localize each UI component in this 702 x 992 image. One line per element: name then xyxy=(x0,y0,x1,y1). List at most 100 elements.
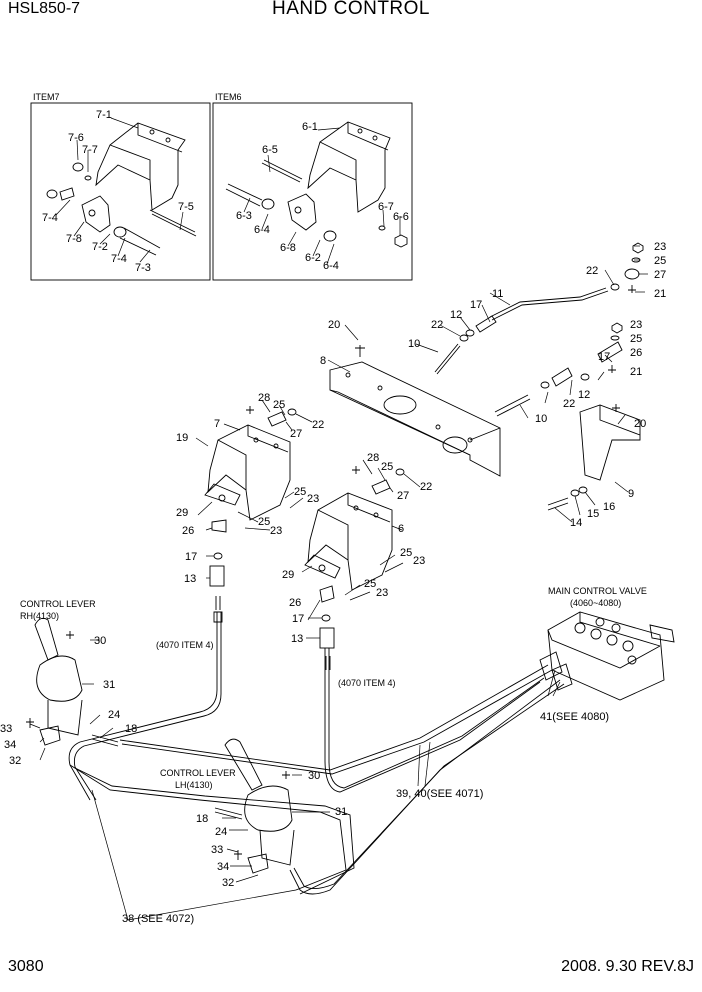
callout-25b: 25 xyxy=(630,333,642,345)
plate-8 xyxy=(329,361,501,477)
callout-6-4b: 6-4 xyxy=(323,260,339,272)
caption-lh-lever: CONTROL LEVER xyxy=(160,768,236,778)
callout-32a: 32 xyxy=(9,755,21,767)
callout-20a: 20 xyxy=(328,319,340,331)
control-lever-lh xyxy=(214,738,295,874)
callout-13b: 13 xyxy=(291,633,303,645)
callout-11: 11 xyxy=(492,288,503,300)
callout-labels: 7-1 7-6 7-7 7-4 7-8 7-2 7-4 7-3 7-5 6-1 … xyxy=(0,109,666,889)
callout-22a: 22 xyxy=(586,265,598,277)
callout-6-4a: 6-4 xyxy=(254,224,270,236)
callout-23c: 23 xyxy=(307,493,319,505)
callout-22b: 22 xyxy=(431,319,443,331)
joint-26-right xyxy=(597,322,623,373)
callout-18a: 18 xyxy=(125,723,137,735)
callout-12b: 12 xyxy=(578,389,590,401)
callout-25f: 25 xyxy=(258,516,270,528)
callout-33b: 33 xyxy=(211,844,223,856)
callout-26b: 26 xyxy=(182,525,194,537)
callout-12a: 12 xyxy=(450,309,462,321)
callout-31b: 31 xyxy=(335,806,347,818)
callout-6-6: 6-6 xyxy=(393,211,409,223)
joint-27-mid-left xyxy=(246,406,297,427)
item7-bracket xyxy=(95,122,186,211)
callout-22c: 22 xyxy=(563,398,575,410)
callout-23a: 23 xyxy=(654,241,666,253)
inset-item6-frame xyxy=(212,102,413,281)
callout-7: 7 xyxy=(214,418,220,430)
callout-34b: 34 xyxy=(217,861,229,873)
callout-33a: 33 xyxy=(0,723,12,735)
joint-27-top xyxy=(610,242,644,293)
caption-4070-a: (4070 ITEM 4) xyxy=(156,640,214,650)
callout-27a: 27 xyxy=(654,269,666,281)
caption-39-40: 39, 40(SEE 4071) xyxy=(396,788,483,800)
callout-7-2: 7-2 xyxy=(92,241,108,253)
callout-30b: 30 xyxy=(308,770,320,782)
callout-28b: 28 xyxy=(367,452,379,464)
callout-7-7: 7-7 xyxy=(82,144,98,156)
callout-7-6: 7-6 xyxy=(68,132,84,144)
callout-25g: 25 xyxy=(400,547,412,559)
inset-item7-label: ITEM7 xyxy=(33,92,60,102)
callout-17b: 17 xyxy=(598,351,610,363)
leader-lines xyxy=(29,117,648,921)
callout-17a: 17 xyxy=(470,299,482,311)
callout-16: 16 xyxy=(603,501,615,513)
page-title: HAND CONTROL xyxy=(271,0,430,19)
control-lever-rh xyxy=(26,617,119,747)
caption-mcv-code: (4060~4080) xyxy=(570,598,621,608)
callout-31a: 31 xyxy=(103,679,115,691)
item6-bracket xyxy=(307,121,391,213)
callout-18b: 18 xyxy=(196,813,208,825)
callout-13a: 13 xyxy=(184,573,196,585)
callout-25c: 25 xyxy=(273,399,285,411)
callout-21b: 21 xyxy=(630,366,642,378)
callout-25e: 25 xyxy=(294,486,306,498)
callout-20b: 20 xyxy=(634,418,646,430)
rod-end-26-left xyxy=(209,519,227,623)
callout-22e: 22 xyxy=(420,481,432,493)
revision-date: 2008. 9.30 REV.8J xyxy=(561,958,694,975)
item7-pivot-assembly xyxy=(46,162,197,256)
bolt-20-right xyxy=(612,404,620,412)
model-number: HSL850-7 xyxy=(8,0,81,17)
bracket-9 xyxy=(547,404,641,511)
callout-7-8: 7-8 xyxy=(66,233,82,245)
bolt-20-left xyxy=(355,345,365,357)
inset-item6-label: ITEM6 xyxy=(215,92,242,102)
callout-9: 9 xyxy=(628,488,634,500)
bracket-6 xyxy=(304,492,393,591)
callout-6-7: 6-7 xyxy=(378,201,394,213)
captions: CONTROL LEVER RH(4130) CONTROL LEVER LH(… xyxy=(20,586,647,925)
callout-23d: 23 xyxy=(270,525,282,537)
hydraulic-hoses xyxy=(68,612,565,895)
callout-27c: 27 xyxy=(397,490,409,502)
callout-19: 19 xyxy=(176,432,188,444)
callout-17c: 17 xyxy=(185,551,197,563)
callout-30a: 30 xyxy=(94,635,106,647)
callout-10a: 10 xyxy=(408,338,420,350)
caption-rh-lever: CONTROL LEVER xyxy=(20,599,96,609)
callout-27b: 27 xyxy=(290,428,302,440)
callout-23e: 23 xyxy=(413,555,425,567)
caption-41: 41(SEE 4080) xyxy=(540,711,609,723)
callout-7-5: 7-5 xyxy=(178,201,194,213)
callout-6-5: 6-5 xyxy=(262,144,278,156)
callout-32b: 32 xyxy=(222,877,234,889)
callout-7-1: 7-1 xyxy=(96,109,112,121)
callout-8: 8 xyxy=(320,355,326,367)
callout-23f: 23 xyxy=(376,587,388,599)
caption-38: 38 (SEE 4072) xyxy=(122,913,194,925)
caption-rh-code: RH(4130) xyxy=(20,611,59,621)
callout-15: 15 xyxy=(587,508,599,520)
callout-23b: 23 xyxy=(630,319,642,331)
callout-24a: 24 xyxy=(108,709,120,721)
joint-27-mid-right xyxy=(352,466,405,495)
callout-10b: 10 xyxy=(535,413,547,425)
callout-29a: 29 xyxy=(176,507,188,519)
rod-end-26-right xyxy=(319,585,335,670)
rod-10-upper xyxy=(434,315,497,375)
